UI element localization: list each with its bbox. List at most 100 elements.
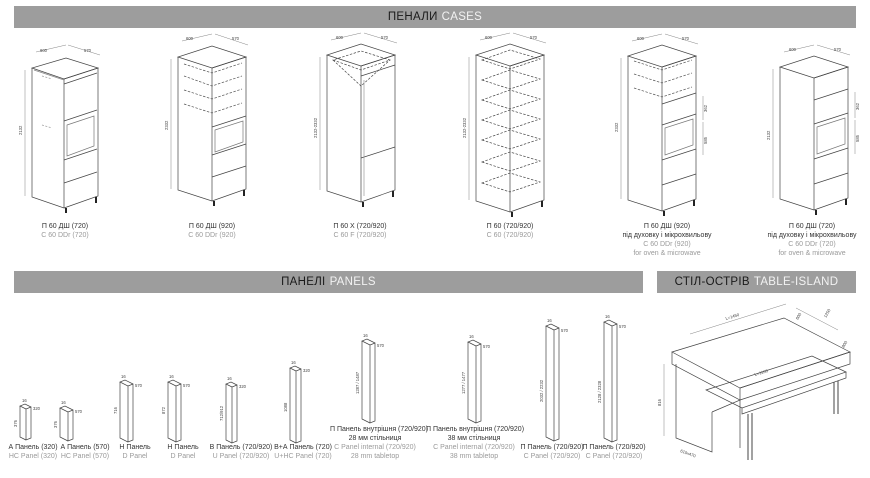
- panel-drawing-5: [225, 381, 238, 444]
- panel-drawing-1: [19, 403, 32, 441]
- dim-height: 2332: [614, 122, 619, 132]
- dim-height: 2128 / 2328: [597, 380, 602, 403]
- dim-height: 2132-2332: [462, 117, 467, 138]
- dim-thickness: 16: [22, 398, 27, 403]
- case-6-dims: 2132 600 570 362 585: [766, 47, 860, 142]
- section-title-en: CASES: [441, 11, 483, 23]
- section-title-ua: СТІЛ-ОСТРІВ: [674, 276, 750, 288]
- dim-top-depth-2: 800: [841, 339, 849, 348]
- dim-depth: 570: [834, 47, 842, 52]
- dim-depth: 570: [561, 328, 569, 333]
- section-header-island: СТІЛ-ОСТРІВ TABLE-ISLAND: [657, 271, 856, 293]
- panel-drawing-7: [361, 338, 376, 424]
- case-1-dims: 2132 600 570: [18, 48, 92, 135]
- dim-width: 600: [336, 35, 344, 40]
- dim-depth: 570: [377, 343, 385, 348]
- case-caption-3: П 60 Х (720/920) C 60 F (720/920): [333, 223, 387, 239]
- panel-caption-9: П Панель (720/920) C Panel (720/920): [520, 444, 584, 460]
- dim-depth: 570: [75, 409, 83, 414]
- dim-depth: 570: [135, 383, 143, 388]
- case-drawing-3: [319, 32, 398, 207]
- dim-height: 2132: [18, 125, 23, 135]
- panel-caption-2: А Панель (570) HC Panel (570): [60, 444, 110, 460]
- case-drawing-1: [24, 44, 101, 213]
- panel-caption-1: А Панель (320) HC Panel (320): [8, 444, 58, 460]
- panel-caption-8: П Панель внутрішня (720/920) 38 мм стіль…: [426, 426, 525, 460]
- dim-thickness: 16: [169, 374, 174, 379]
- dim-length: L=1450: [725, 312, 741, 321]
- dim-height: 716: [113, 406, 118, 414]
- dim-height: 816: [657, 398, 662, 406]
- island-dims: L=1450 600 1250 800 816 L=1100 610x470: [657, 307, 849, 458]
- dim-depth: 320: [303, 368, 311, 373]
- dim-section-1: 362: [855, 102, 860, 110]
- panel-caption-5: В Панель (720/920) U Panel (720/920): [209, 444, 273, 460]
- section-header-panels: ПАНЕЛІ PANELS: [14, 271, 643, 293]
- panel-caption-6: В+А Панель (720) U+HC Panel (720): [274, 444, 332, 460]
- dim-depth: 570: [84, 48, 92, 53]
- island-drawing: [663, 303, 851, 460]
- dim-thickness: 16: [291, 360, 296, 365]
- case-5-dims: 2332 600 570 362 585: [614, 36, 708, 144]
- panel-drawing-4: [167, 379, 182, 443]
- case-caption-4: П 60 (720/920) C 60 (720/920): [486, 223, 534, 239]
- dim-depth: 320: [239, 384, 247, 389]
- dim-depth: 570: [619, 324, 627, 329]
- case-caption-5: П 60 ДШ (920) під духовку і мікрохвильов…: [622, 223, 712, 257]
- dim-height: 2032 / 2232: [539, 379, 544, 402]
- dim-thickness: 16: [61, 400, 66, 405]
- panel-drawing-3: [119, 379, 134, 443]
- dim-height: 2332: [164, 120, 169, 130]
- case-drawing-5: [620, 33, 704, 216]
- case-drawing-6: [772, 44, 856, 215]
- dim-section-1: 362: [703, 104, 708, 112]
- case-2-dims: 2332 600 570: [164, 36, 240, 130]
- case-drawing-4: [468, 32, 547, 217]
- dim-depth: 570: [530, 35, 538, 40]
- panel-caption-4: Н Панель D Panel: [167, 444, 199, 460]
- dim-width: 600: [485, 35, 493, 40]
- dim-height: 376: [13, 419, 18, 427]
- panel-dims: 376 16 320 376 16 570 716 16 570 872 16 …: [13, 314, 627, 428]
- dim-height: 712/912: [219, 405, 224, 421]
- dim-top-depth: 1250: [823, 307, 832, 318]
- panel-caption-10: П Панель (720/920) C Panel (720/920): [582, 444, 646, 460]
- dim-depth: 570: [483, 344, 491, 349]
- dim-height: 2132: [766, 130, 771, 140]
- dim-section-2: 585: [855, 134, 860, 142]
- dim-height: 872: [161, 406, 166, 414]
- dim-height: 1088: [283, 402, 288, 412]
- dim-width: 600: [40, 48, 48, 53]
- panel-drawing-9: [545, 323, 560, 442]
- case-caption-2: П 60 ДШ (920) C 60 DDr (920): [188, 223, 236, 239]
- dim-depth: 320: [33, 406, 41, 411]
- dim-height: 1287 / 1487: [355, 371, 360, 394]
- dim-inner-length: L=1100: [754, 368, 769, 377]
- case-caption-1: П 60 ДШ (720) C 60 DDr (720): [41, 223, 89, 239]
- dim-height: 376: [53, 420, 58, 428]
- dim-depth: 570: [183, 383, 191, 388]
- panel-caption-3: Н Панель D Panel: [119, 444, 151, 460]
- panel-drawing-2: [59, 405, 74, 442]
- dim-depth: 570: [682, 36, 690, 41]
- panel-drawing-8: [467, 339, 482, 424]
- dim-thickness: 16: [121, 374, 126, 379]
- section-title-en: TABLE-ISLAND: [753, 276, 839, 288]
- panel-drawing-10: [603, 319, 618, 443]
- section-title-en: PANELS: [329, 276, 376, 288]
- section-header-cases: ПЕНАЛИ CASES: [14, 6, 856, 28]
- panel-drawing-6: [289, 365, 302, 444]
- dim-width: 600: [789, 47, 797, 52]
- dim-width: 600: [186, 36, 194, 41]
- dim-thickness: 16: [469, 334, 474, 339]
- dim-depth: 570: [232, 36, 240, 41]
- dim-top-width: 600: [795, 311, 803, 320]
- section-title-ua: ПЕНАЛИ: [387, 11, 438, 23]
- section-title-ua: ПАНЕЛІ: [281, 276, 326, 288]
- dim-thickness: 16: [363, 333, 368, 338]
- panel-caption-7: П Панель внутрішня (720/920) 28 мм стіль…: [330, 426, 429, 460]
- case-caption-6: П 60 ДШ (720) під духовку і мікрохвильов…: [767, 223, 857, 257]
- dim-section-2: 585: [703, 136, 708, 144]
- dim-height: 1277 / 1477: [461, 371, 466, 394]
